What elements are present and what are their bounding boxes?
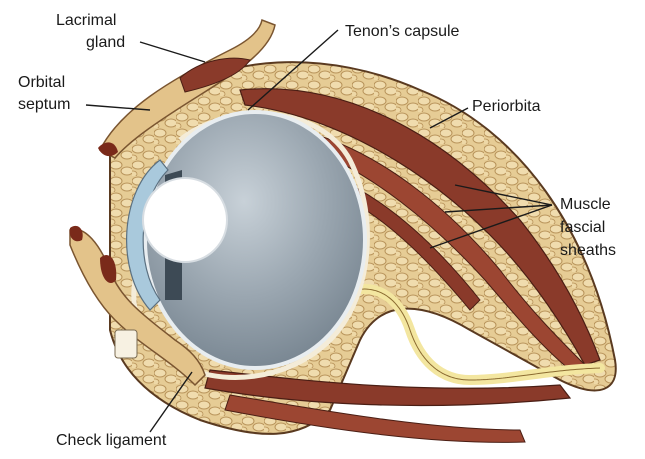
lens [143, 178, 227, 262]
label-lacrimal-2: gland [86, 34, 125, 51]
label-muscle-1: Muscle [560, 196, 611, 213]
label-muscle-2: fascial [560, 219, 605, 236]
label-tenon: Tenon’s capsule [345, 23, 460, 40]
label-muscle-3: sheaths [560, 242, 616, 259]
label-orbital-2: septum [18, 96, 70, 113]
label-lacrimal-1: Lacrimal [56, 12, 116, 29]
label-check: Check ligament [56, 432, 167, 449]
label-periorbita: Periorbita [472, 98, 541, 115]
label-orbital-1: Orbital [18, 74, 65, 91]
leader-lacrimal [140, 42, 205, 62]
orbital-bone [115, 330, 137, 358]
